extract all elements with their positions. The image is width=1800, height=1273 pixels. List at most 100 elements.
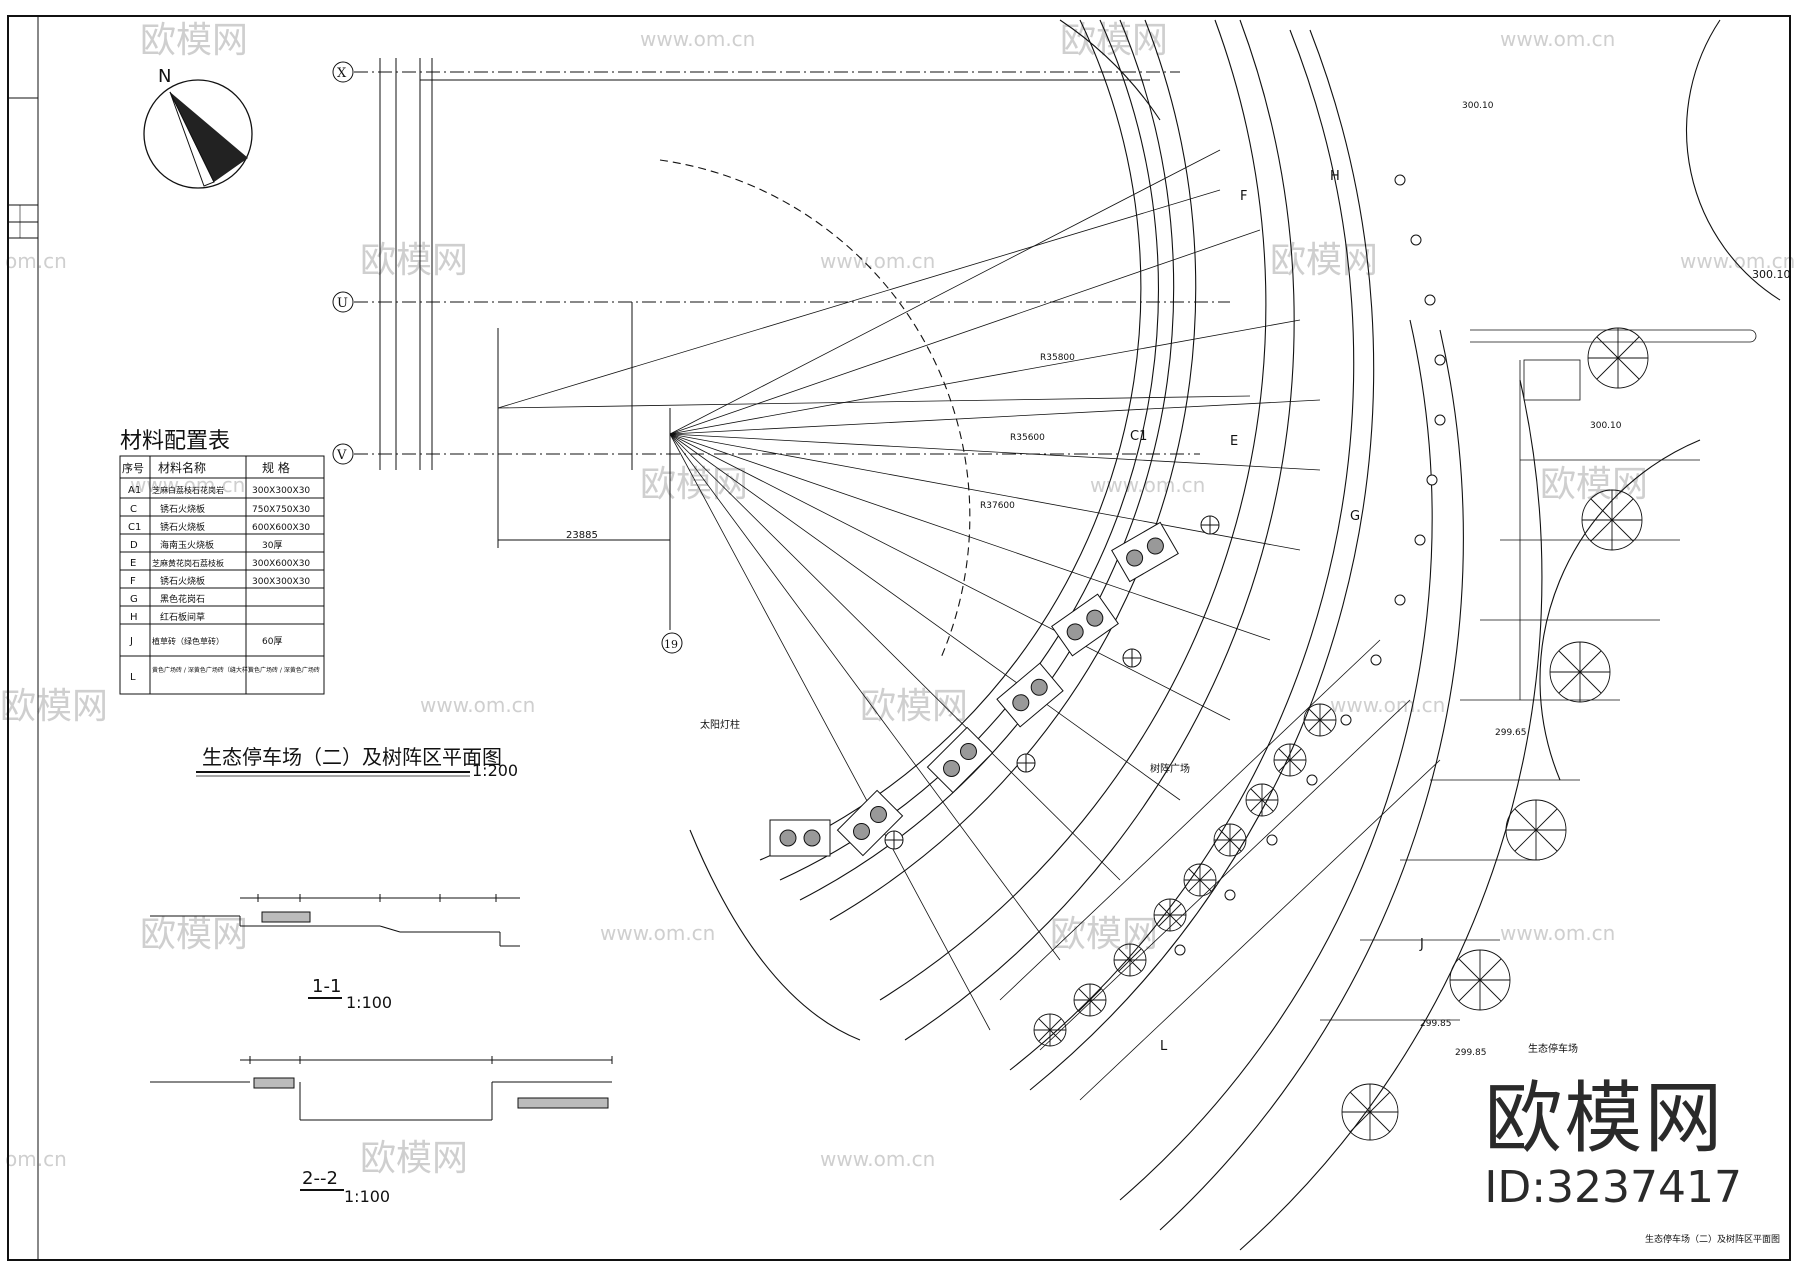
material-letter: J [1419,937,1424,952]
material-letter: F [1240,189,1247,204]
material-table-title: 材料配置表 [120,429,230,454]
table-cell-name: 芝麻白荔枝石花岗岩 [152,485,224,495]
watermark-brand: 欧模网 [140,914,248,955]
elevation-label: 299.85 [1455,1048,1487,1058]
axis-label-19: 19 [664,638,678,651]
axis-label-x: X [337,66,347,81]
table-cell-name: 锈石火烧板 [160,521,205,533]
watermark-layer: 欧模网 www.om.cn 欧模网 www.om.cn om.cn 欧模网 ww… [0,20,1795,1179]
watermark-url: www.om.cn [640,27,755,51]
note-label: 太阳灯柱 [700,718,740,731]
brand-name: 欧模网 [1484,1074,1725,1164]
axis-label-v: V [336,448,347,463]
section-scale: 1:100 [346,993,392,1012]
material-letter: G [1350,509,1360,524]
watermark-short: om.cn [5,1147,67,1171]
section-2-2 [150,1056,613,1121]
table-cell-name: 黑色花岗石 [160,593,205,605]
table-cell-code: D [130,540,138,551]
dimension-label: R35600 [1010,433,1045,443]
table-cell-code: C1 [128,522,141,533]
watermark-url: www.om.cn [600,921,715,945]
elevation-label: 300.10 [1590,421,1622,431]
trees [1341,327,1649,1141]
table-cell-code: G [130,594,138,605]
tree-icon [1449,949,1511,1011]
watermark-brand: 欧模网 [360,240,468,281]
column-dots [1174,174,1446,956]
watermark-brand: 欧模网 [640,464,748,505]
table-cell-spec: 30厚 [262,540,282,551]
lamp-post-icon [884,830,904,850]
table-cell-spec: 300X300X30 [252,486,310,496]
elevation-label: 300.10 [1462,101,1494,111]
watermark-brand: 欧模网 [1270,240,1378,281]
drawing-title-text: 生态停车场（二）及树阵区平面图 [202,745,502,769]
note-label: 生态停车场 [1528,1042,1578,1055]
elevation-label: 300.10 [1752,268,1791,281]
palm-cluster [1033,703,1337,1047]
table-cell-name: 锈石火烧板 [160,575,205,587]
elevation-label: 299.85 [1420,1019,1452,1029]
table-cell-code: H [130,612,138,623]
plan-labels: 300.10 300.10 300.10 299.85 299.85 299.6… [566,101,1791,1058]
grid-bubbles: X U V 19 [332,61,683,654]
lamp-post-icon [1016,753,1036,773]
lamp-post-icon [1200,515,1220,535]
table-cell-spec: 60厚 [262,636,282,647]
material-letter: E [1230,434,1238,449]
table-cell-spec: 750X750X30 [252,505,310,515]
drawing-title: 生态停车场（二）及树阵区平面图 1:200 [196,745,518,780]
table-cell-code: F [130,576,136,587]
table-cell-name: 植草砖（绿色草砖） [152,636,224,646]
watermark-brand: 欧模网 [1060,20,1168,61]
table-cell-code: J [129,636,133,647]
table-cell-spec: 300X600X30 [252,559,310,569]
watermark-url: www.om.cn [1680,249,1795,273]
lamp-posts [884,515,1220,850]
section-scale: 1:100 [344,1187,390,1206]
watermark-url: www.om.cn [1330,693,1445,717]
tree-icon [1341,1083,1399,1141]
planter-boxes [769,521,1179,857]
drawing-title-scale: 1:200 [472,761,518,780]
watermark-brand: 欧模网 [140,20,248,61]
table-cell-name: 芝麻黄花岗石荔枝板 [152,558,224,568]
table-cell-name: 海南玉火烧板 [160,539,214,551]
dimension-label: R35800 [1040,353,1075,363]
dimension-label: R37600 [980,501,1015,511]
radial-fan [497,149,1441,1101]
material-letter: L [1160,1039,1168,1054]
tree-icon [1587,327,1649,389]
grid-axes [354,58,1230,630]
table-header-spec: 规 格 [262,460,290,475]
watermark-brand: 欧模网 [360,1138,468,1179]
watermark-url: www.om.cn [1090,473,1205,497]
watermark-brand: 欧模网 [860,686,968,727]
section-label: 1-1 [312,976,341,997]
dimension-label: 23885 [566,530,598,541]
watermark-brand: 欧模网 [0,686,108,727]
table-cell-name: 黄色广场砖 / 深黄色广场砖（缝大样） [152,666,254,674]
tree-icon [1581,489,1643,551]
lamp-post-icon [1122,648,1142,668]
watermark-brand: 欧模网 [1050,914,1158,955]
material-table: 材料配置表 序号 材料名称 规 格 A1 芝麻白荔枝石花岗岩 300X300X3… [119,429,325,695]
table-cell-spec: 黄色广场砖 / 深黄色广场砖 [248,666,320,674]
axis-label-u: U [337,296,348,311]
tree-icon [1505,799,1567,861]
watermark-brand: 欧模网 [1540,464,1648,505]
table-cell-code: L [130,672,136,683]
section-label: 2--2 [302,1168,338,1189]
table-cell-name: 红石板间草 [160,611,205,623]
table-header-name: 材料名称 [158,460,206,475]
watermark-url: www.om.cn [1500,27,1615,51]
material-letter: C1 [1130,429,1147,444]
material-letter: H [1330,169,1340,184]
note-label: 树阵广场 [1150,762,1190,775]
table-header-code: 序号 [122,461,144,475]
table-cell-code: A1 [128,485,141,496]
table-cell-code: C [130,504,137,515]
north-label: N [158,66,171,87]
